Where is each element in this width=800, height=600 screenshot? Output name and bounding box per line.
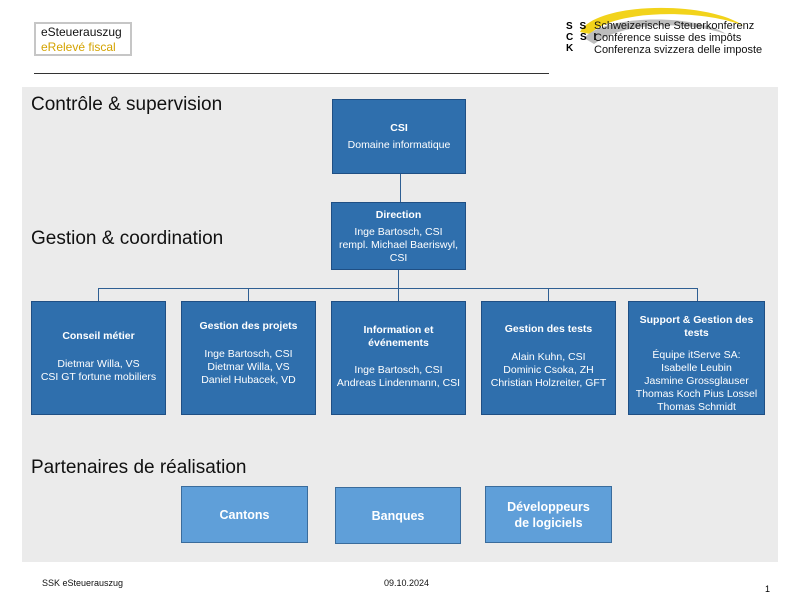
header-rule [34, 73, 549, 74]
org-name-fr: Conférence suisse des impôts [594, 32, 742, 44]
unit-box-gestion-projets: Gestion des projets Inge Bartosch, CSI D… [181, 301, 316, 415]
page-number: 1 [765, 584, 771, 594]
logo-line-1: eSteuerauszug [41, 25, 122, 39]
unit-title: Conseil métier [62, 330, 135, 342]
unit-line: Thomas Koch Pius Lossel [635, 388, 758, 400]
unit-line: Alain Kuhn, CSI [511, 351, 586, 363]
connector-unit-5 [697, 288, 698, 301]
csi-line: Domaine informatique [347, 139, 451, 151]
connector-bus [98, 288, 697, 289]
partner-label: Banques [371, 508, 425, 523]
unit-line: CSI GT fortune mobiliers [40, 371, 157, 383]
ssk-letter-row: C S I [566, 32, 599, 43]
unit-box-support-gestion-tests: Support & Gestion des tests Équipe itSer… [628, 301, 765, 415]
unit-line: Jasmine Grossglauser [644, 375, 749, 387]
csi-title: CSI [390, 122, 408, 134]
footer-title: SSK eSteuerauszug [42, 578, 124, 588]
unit-box-conseil-metier: Conseil métier Dietmar Willa, VS CSI GT … [31, 301, 166, 415]
ssk-letters: S S C S I K [566, 21, 598, 54]
unit-line: Isabelle Leubin [661, 362, 732, 374]
unit-title: Support & Gestion des tests [639, 314, 754, 339]
partner-box-developpeurs: Développeurs de logiciels [485, 486, 612, 543]
connector-csi-direction [400, 174, 401, 202]
unit-line: Thomas Schmidt [657, 401, 736, 413]
org-name-de: Schweizerische Steuerkonferenz [594, 20, 755, 32]
unit-line: Christian Holzreiter, GFT [490, 377, 607, 389]
unit-title: Information et événements [363, 324, 434, 349]
partner-label: Cantons [219, 507, 270, 522]
unit-box-gestion-tests: Gestion des tests Alain Kuhn, CSI Domini… [481, 301, 616, 415]
unit-line: Daniel Hubacek, VD [201, 374, 296, 386]
ssk-swoosh-icon [580, 7, 744, 44]
logo-line-2: eRelevé fiscal [41, 40, 116, 54]
direction-line: rempl. Michael Baeriswyl, [338, 239, 459, 251]
footer-date: 09.10.2024 [384, 578, 430, 588]
direction-title: Direction [375, 209, 422, 221]
direction-line: CSI [389, 252, 408, 264]
org-name-it: Conferenza svizzera delle imposte [594, 44, 763, 56]
unit-title: Gestion des projets [199, 320, 298, 332]
unit-line: Dietmar Willa, VS [207, 361, 290, 373]
connector-direction-bus [398, 270, 399, 288]
ssk-org-names: Schweizerische Steuerkonferenz Conférenc… [594, 20, 762, 56]
unit-line: Équipe itServe SA: [652, 349, 741, 361]
csi-box: CSI Domaine informatique [332, 99, 466, 174]
unit-box-information-evenements: Information et événements Inge Bartosch,… [331, 301, 466, 415]
direction-line: Inge Bartosch, CSI [354, 226, 443, 238]
unit-line: Inge Bartosch, CSI [354, 364, 443, 376]
direction-box: Direction Inge Bartosch, CSI rempl. Mich… [331, 202, 466, 270]
section-management: Gestion & coordination [31, 228, 224, 249]
ssk-letter-row: S S [566, 21, 589, 32]
ssk-letter-row: K [566, 43, 576, 54]
partner-box-cantons: Cantons [181, 486, 308, 543]
connector-unit-3 [398, 288, 399, 301]
connector-unit-4 [548, 288, 549, 301]
partner-label: Développeurs de logiciels [507, 499, 590, 530]
unit-line: Dietmar Willa, VS [57, 358, 140, 370]
unit-line: Andreas Lindenmann, CSI [336, 377, 461, 389]
unit-line: Dominic Csoka, ZH [503, 364, 594, 376]
connector-unit-1 [98, 288, 99, 301]
unit-title: Gestion des tests [504, 323, 593, 335]
connector-unit-2 [248, 288, 249, 301]
section-partners: Partenaires de réalisation [31, 457, 247, 478]
esteuerauszug-logo: eSteuerauszug eRelevé fiscal [34, 22, 132, 56]
section-control: Contrôle & supervision [31, 94, 223, 115]
unit-line: Inge Bartosch, CSI [204, 348, 293, 360]
partner-box-banques: Banques [335, 487, 461, 544]
